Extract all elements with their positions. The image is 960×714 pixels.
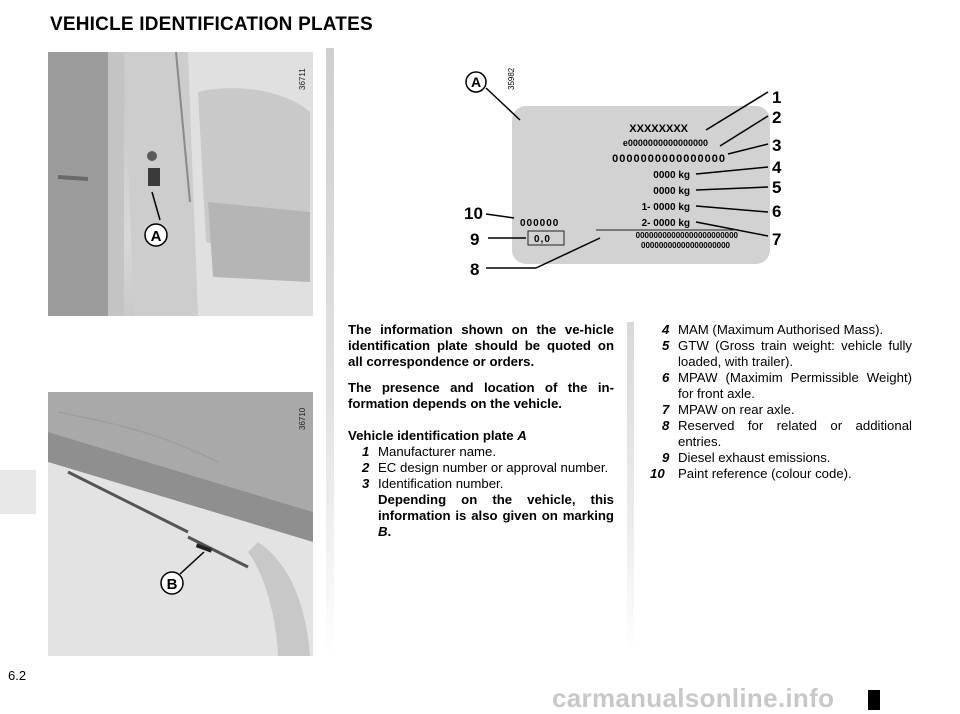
plate-section-heading: Vehicle identification plate A bbox=[348, 428, 614, 444]
list-item: 6 MPAW (Maximim Permissible Weight) for … bbox=[648, 370, 912, 402]
photo-code-top: 36711 bbox=[298, 68, 307, 90]
plate-callout-5: 5 bbox=[772, 178, 782, 197]
intro-paragraph-1: The information shown on the ve-hicle id… bbox=[348, 322, 614, 369]
item-3-note-end: . bbox=[387, 524, 392, 539]
item-number: 7 bbox=[662, 402, 670, 417]
item-3-note: Depending on the vehicle, this informati… bbox=[378, 492, 614, 540]
item-number: 8 bbox=[662, 418, 670, 433]
item-text: MPAW on rear axle. bbox=[678, 402, 795, 417]
item-number: 9 bbox=[662, 450, 670, 465]
item-number: 1 bbox=[362, 444, 370, 459]
plate-emissions: 0,0 bbox=[534, 234, 551, 245]
plate-callout-9: 9 bbox=[470, 230, 480, 249]
photo-code-bottom: 36710 bbox=[298, 407, 307, 430]
item-text: MPAW (Maximim Permissible Weight) for fr… bbox=[678, 370, 912, 401]
plate-code: 35982 bbox=[507, 67, 516, 90]
windscreen-photo: B 36710 bbox=[48, 392, 313, 656]
list-item: 8 Reserved for related or additional ent… bbox=[648, 418, 912, 450]
list-item: 1 Manufacturer name. bbox=[348, 444, 614, 460]
text-column-right: 4 MAM (Maximum Authorised Mass). 5 GTW (… bbox=[648, 322, 912, 482]
list-item: 9 Diesel exhaust emissions. bbox=[648, 450, 912, 466]
plate-rear-axle: 2- 0000 kg bbox=[642, 218, 690, 229]
item-text: MAM (Maximum Authorised Mass). bbox=[678, 322, 884, 337]
item-3-note-text: Depending on the vehicle, this informati… bbox=[378, 492, 614, 523]
item-text: GTW (Gross train weight: vehicle fully l… bbox=[678, 338, 912, 369]
plate-paint-code: 000000 bbox=[520, 218, 559, 229]
item-text: EC design number or approval number. bbox=[378, 460, 609, 475]
door-pillar-photo: A 36711 bbox=[48, 52, 313, 316]
item-number: 10 bbox=[650, 466, 665, 481]
plate-callout-8: 8 bbox=[470, 260, 480, 279]
chapter-tab bbox=[0, 470, 36, 514]
plate-a-callout: A bbox=[471, 74, 481, 90]
column-divider bbox=[326, 48, 334, 658]
photo-b-callout: B bbox=[167, 576, 178, 593]
plate-callout-3: 3 bbox=[772, 136, 782, 155]
plate-callout-10: 10 bbox=[464, 204, 483, 223]
plate-section-ref: A bbox=[517, 428, 527, 443]
list-item: 5 GTW (Gross train weight: vehicle fully… bbox=[648, 338, 912, 370]
intro-paragraph-2: The presence and location of the in-form… bbox=[348, 380, 614, 411]
photo-a-callout: A bbox=[151, 228, 162, 245]
item-number: 2 bbox=[362, 460, 370, 475]
plate-callout-4: 4 bbox=[772, 158, 782, 177]
page-number: 6.2 bbox=[8, 668, 27, 683]
plate-mam: 0000 kg bbox=[653, 170, 690, 181]
watermark: carmanualsonline.info bbox=[552, 683, 835, 713]
plate-gtw: 0000 kg bbox=[653, 186, 690, 197]
list-item: 3 Identification number. Depending on th… bbox=[348, 476, 614, 540]
plate-reserved-2: 00000000000000000000 bbox=[641, 241, 731, 250]
text-column-divider bbox=[627, 322, 634, 652]
list-item: 7 MPAW on rear axle. bbox=[648, 402, 912, 418]
item-number: 5 bbox=[662, 338, 670, 353]
plate-callout-1: 1 bbox=[772, 88, 782, 107]
plate-section-title: Vehicle identification plate bbox=[348, 428, 514, 443]
list-item: 2 EC design number or approval number. bbox=[348, 460, 614, 476]
item-text: Diesel exhaust emissions. bbox=[678, 450, 831, 465]
plate-manufacturer: XXXXXXXX bbox=[629, 123, 688, 135]
plate-reserved-1: 00000000000000000000000 bbox=[636, 231, 739, 240]
item-text: Paint reference (colour code). bbox=[678, 466, 852, 481]
plate-callout-2: 2 bbox=[772, 108, 782, 127]
item-text: Identification number. bbox=[378, 476, 504, 491]
plate-callout-6: 6 bbox=[772, 202, 782, 221]
list-item: 4 MAM (Maximum Authorised Mass). bbox=[648, 322, 912, 338]
plate-ec-number: e0000000000000000 bbox=[623, 138, 708, 148]
item-number: 4 bbox=[662, 322, 670, 337]
identification-plate-diagram: XXXXXXXX e0000000000000000 0000000000000… bbox=[450, 50, 810, 290]
corner-mark bbox=[868, 690, 880, 710]
plate-vin: 0000000000000000 bbox=[612, 153, 726, 165]
item-number: 6 bbox=[662, 370, 670, 385]
text-column-left: The information shown on the ve-hicle id… bbox=[348, 322, 614, 540]
item-number: 3 bbox=[362, 476, 370, 491]
item-text: Reserved for related or additional entri… bbox=[678, 418, 912, 449]
item-text: Manufacturer name. bbox=[378, 444, 497, 459]
plate-callout-7: 7 bbox=[772, 230, 782, 249]
item-3-note-ref: B bbox=[378, 524, 388, 539]
page-title: VEHICLE IDENTIFICATION PLATES bbox=[50, 14, 373, 35]
list-item: 10 Paint reference (colour code). bbox=[648, 466, 912, 482]
plate-front-axle: 1- 0000 kg bbox=[642, 202, 690, 213]
